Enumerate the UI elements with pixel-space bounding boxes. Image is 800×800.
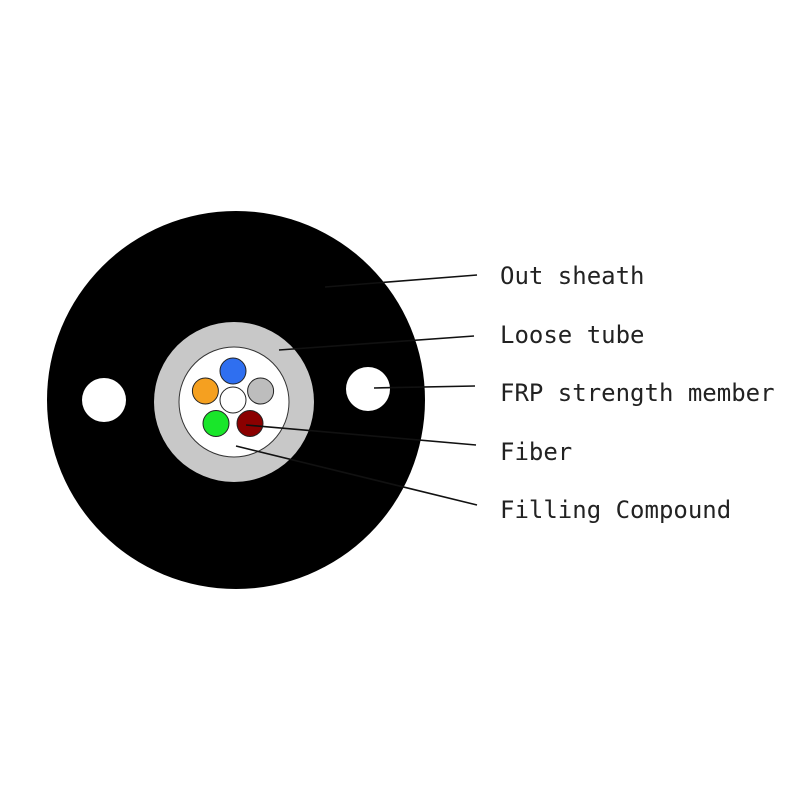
fiber-blue (219, 357, 247, 385)
fiber-orange (191, 377, 219, 405)
fiber-brown (236, 410, 264, 437)
fiber-group (191, 357, 275, 437)
frp-strength-member-left (82, 378, 126, 422)
label-loose-tube: Loose tube (500, 321, 645, 349)
label-out-sheath: Out sheath (500, 262, 645, 290)
fiber-gray (247, 377, 275, 405)
leader-loose-tube (278, 335, 475, 351)
label-filling-compound: Filling Compound (500, 496, 731, 524)
leader-fiber (245, 424, 477, 446)
label-fiber: Fiber (500, 438, 572, 466)
fiber-white (219, 386, 247, 414)
leader-out-sheath (324, 274, 478, 288)
frp-strength-member-right (346, 367, 390, 411)
leader-filling (235, 445, 478, 506)
label-frp-strength-member: FRP strength member (500, 379, 775, 407)
fiber-green (202, 410, 230, 437)
leader-frp (373, 385, 476, 389)
